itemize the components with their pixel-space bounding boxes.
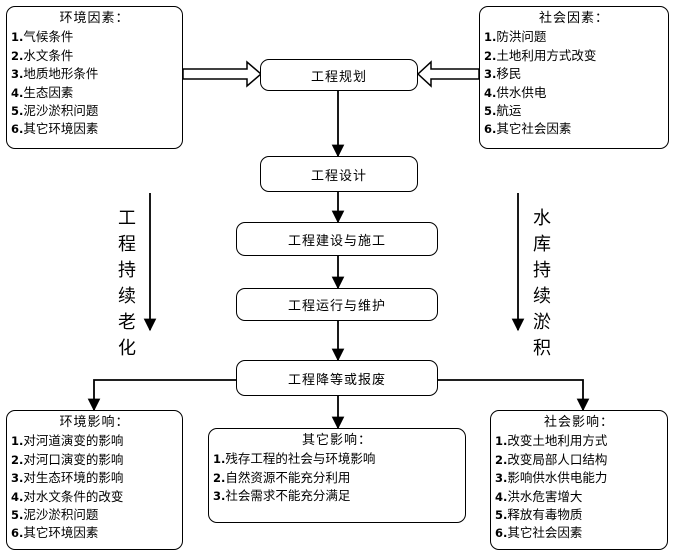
env-factors-title: 环境因素： <box>59 11 130 26</box>
arrow-downgrade-to-social-impacts <box>436 379 590 412</box>
list-item: 1.防洪问题 <box>484 29 547 45</box>
other-impacts-title: 其它影响： <box>301 433 372 448</box>
list-item: 1.残存工程的社会与环境影响 <box>213 451 376 467</box>
list-item: 3.地质地形条件 <box>11 66 99 82</box>
list-item: 2.土地利用方式改变 <box>484 47 597 63</box>
arrow-downgrade-to-env-impacts <box>87 379 236 412</box>
list-item: 2.改变局部人口结构 <box>495 451 608 467</box>
process-construction-label: 工程建设与施工 <box>287 233 386 249</box>
sedimentation-label: 水库持续淤积 <box>533 208 551 359</box>
social-factors-box: 社会因素： 1.防洪问题 2.土地利用方式改变 3.移民 4.供水供电 5.航运… <box>479 6 669 149</box>
list-item: 6.其它社会因素 <box>484 121 572 137</box>
list-item: 6.其它环境因素 <box>11 525 99 541</box>
arrow-env-factors-to-planning <box>182 60 263 88</box>
list-item: 3.对生态环境的影响 <box>11 470 124 486</box>
arrow-social-factors-to-planning <box>416 60 480 88</box>
process-operation: 工程运行与维护 <box>236 288 438 321</box>
list-item: 1.改变土地利用方式 <box>495 433 608 449</box>
process-construction: 工程建设与施工 <box>236 222 438 256</box>
list-item: 4.生态因素 <box>11 84 74 100</box>
list-item: 2.对河口演变的影响 <box>11 451 124 467</box>
list-item: 2.水文条件 <box>11 47 74 63</box>
process-downgrade: 工程降等或报废 <box>236 360 438 396</box>
list-item: 5.航运 <box>484 103 522 119</box>
social-factors-title: 社会因素： <box>538 11 609 26</box>
list-item: 4.供水供电 <box>484 84 547 100</box>
list-item: 5.泥沙淤积问题 <box>11 507 99 523</box>
social-impacts-title: 社会影响： <box>543 415 614 430</box>
list-item: 3.影响供水供电能力 <box>495 470 608 486</box>
aging-label: 工程持续老化 <box>118 208 136 359</box>
process-design-label: 工程设计 <box>310 168 367 184</box>
list-item: 1.对河道演变的影响 <box>11 433 124 449</box>
env-factors-box: 环境因素： 1.气候条件 2.水文条件 3.地质地形条件 4.生态因素 5.泥沙… <box>6 6 183 149</box>
other-impacts-box: 其它影响： 1.残存工程的社会与环境影响 2.自然资源不能充分利用 3.社会需求… <box>208 428 466 523</box>
process-planning-label: 工程规划 <box>310 69 367 85</box>
process-planning: 工程规划 <box>260 59 418 91</box>
process-downgrade-label: 工程降等或报废 <box>287 372 386 388</box>
process-design: 工程设计 <box>260 156 418 192</box>
list-item: 2.自然资源不能充分利用 <box>213 469 351 485</box>
env-impacts-box: 环境影响： 1.对河道演变的影响 2.对河口演变的影响 3.对生态环境的影响 4… <box>6 410 183 550</box>
list-item: 3.社会需求不能充分满足 <box>213 488 351 504</box>
env-impacts-title: 环境影响： <box>59 415 130 430</box>
list-item: 6.其它环境因素 <box>11 121 99 137</box>
list-item: 6.其它社会因素 <box>495 525 583 541</box>
list-item: 3.移民 <box>484 66 522 82</box>
list-item: 4.对水文条件的改变 <box>11 488 124 504</box>
social-impacts-box: 社会影响： 1.改变土地利用方式 2.改变局部人口结构 3.影响供水供电能力 4… <box>490 410 668 550</box>
list-item: 4.洪水危害增大 <box>495 488 583 504</box>
list-item: 5.释放有毒物质 <box>495 507 583 523</box>
list-item: 1.气候条件 <box>11 29 74 45</box>
process-operation-label: 工程运行与维护 <box>287 299 386 314</box>
list-item: 5.泥沙淤积问题 <box>11 103 99 119</box>
